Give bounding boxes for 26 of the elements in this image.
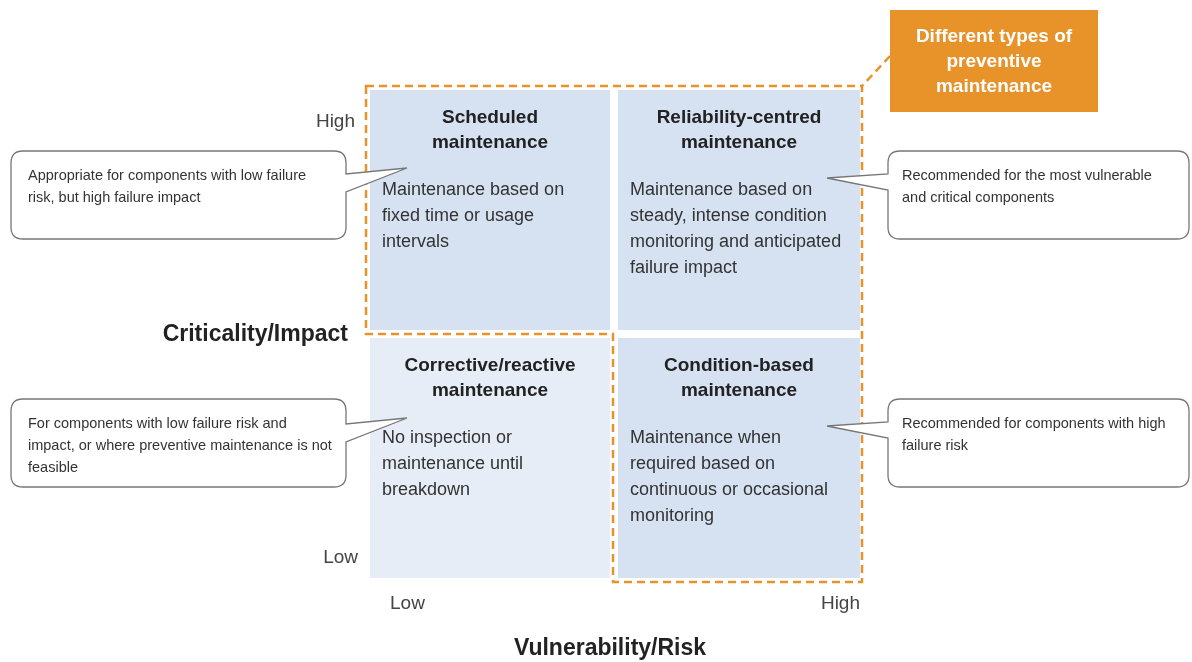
axis-tick-label: High <box>819 592 860 614</box>
axis-tick-label: Low <box>390 592 426 614</box>
quadrant-heading: Reliability-centred maintenance <box>655 105 823 154</box>
quadrant-box <box>618 338 860 578</box>
quadrant-description: Maintenance when required based on continuous or occasional monitoring <box>630 426 830 527</box>
quadrant-box <box>370 90 610 330</box>
quadrant-heading: Condition-based maintenance <box>663 353 815 402</box>
callout-text: Recommended for the most vulnerable and critical components <box>902 166 1153 207</box>
axis-tick-label: High <box>314 110 355 132</box>
quadrant-box <box>370 338 610 578</box>
axis-title: Criticality/Impact <box>161 320 348 347</box>
quadrant-description: No inspection or maintenance until breakdown <box>382 426 525 501</box>
axis-tick-label: Low <box>322 546 358 568</box>
dashed-connector <box>861 55 891 87</box>
callout-text: Appropriate for components with low failure risk, but high failure impact <box>28 166 308 207</box>
callout-text: Recommended for components with high failure risk <box>902 414 1167 455</box>
callout-text: For components with low failure risk and impact, or where preventive maintenance is not feasible <box>28 414 333 477</box>
quadrant-description: Maintenance based on steady, intense condition monitoring and anticipated failure impact <box>630 178 843 279</box>
dashed-outline <box>364 84 864 584</box>
quadrant-description: Maintenance based on fixed time or usage intervals <box>382 178 566 253</box>
quadrant-box <box>618 90 860 330</box>
label-box: Different types of preventive maintenance <box>890 10 1098 112</box>
quadrant-heading: Corrective/reactive maintenance <box>403 353 577 402</box>
quadrant-heading: Scheduled maintenance <box>430 105 550 154</box>
axis-title: Vulnerability/Risk <box>512 634 708 661</box>
callout-bubble <box>826 398 1190 488</box>
